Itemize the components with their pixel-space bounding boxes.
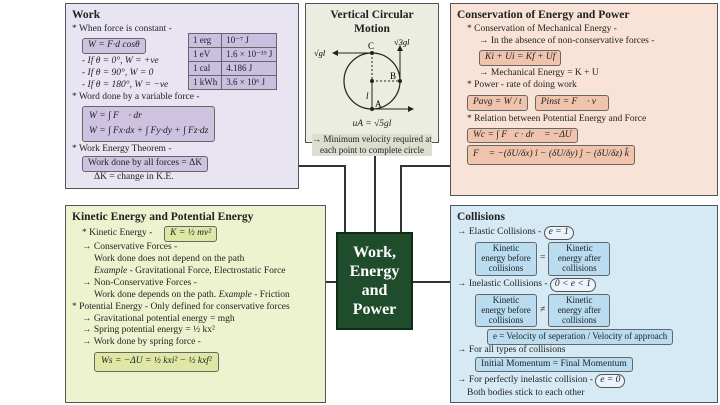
text: → For perfectly inelastic collision -	[457, 375, 593, 386]
cell: 1 cal	[187, 61, 223, 76]
central-title: Work, Energy and Power	[349, 243, 400, 319]
text: * Relation between Potential Energy and …	[467, 113, 647, 124]
text: - If θ = 90°, W = 0	[82, 68, 154, 78]
formula: W = ∫ F⃗ · dr⃗	[89, 110, 150, 121]
formula: Work done by all forces = ΔK	[82, 155, 209, 172]
velocity-b: √3gl	[394, 39, 410, 47]
cons-title: Conservation of Energy and Power	[457, 9, 630, 21]
connector	[299, 165, 345, 167]
badge: e = 0	[595, 374, 626, 389]
point-a: A	[375, 99, 382, 109]
point-c: C	[368, 41, 374, 51]
text: → Elastic Collisions -	[457, 227, 542, 238]
badge: e = 1	[543, 226, 574, 241]
formula: W = ∫ Fx·dx + ∫ Fy·dy + ∫ Fz·dz	[89, 125, 209, 136]
cell: 1 eV	[187, 47, 223, 62]
conservation-panel: Conservation of Energy and Power * Conse…	[450, 3, 718, 196]
formula: e = Velocity of seperation / Velocity of…	[487, 329, 674, 345]
formula: Kinetic energy before collisions	[475, 293, 537, 328]
text: - If θ = 180°, W = −ve	[82, 79, 169, 90]
formula: Pinst = F⃗ · v⃗	[534, 94, 610, 111]
vcm-title: Vertical Circular Motion	[330, 9, 414, 36]
point-b: B	[390, 71, 396, 81]
collisions-panel: Collisions → Elastic Collisions - e = 1 …	[450, 205, 718, 403]
connector	[400, 165, 402, 232]
formula: Pavg = W / t	[467, 94, 528, 111]
cell: 1 erg	[187, 33, 223, 48]
text: * Potential Energy - Only defined for co…	[72, 301, 290, 312]
text: Work done does not depend on the path	[94, 254, 245, 265]
badge: 0 < e < 1	[549, 277, 596, 292]
text: - Gravitational Force, Electrostatic For…	[127, 266, 286, 276]
text: Work done depends on the path.	[94, 289, 219, 300]
text: → Non-Conservative Forces -	[82, 277, 197, 288]
text: → Inelastic Collisions -	[457, 278, 548, 289]
connector	[326, 281, 336, 283]
work-title: Work	[72, 9, 101, 21]
formula: K = ½ mv²	[164, 226, 218, 243]
text: → Conservative Forces -	[82, 242, 178, 253]
text: → Mechanical Energy = K + U	[479, 68, 599, 78]
connector	[413, 281, 450, 283]
text: Both bodies stick to each other	[467, 388, 585, 399]
text: =	[540, 253, 546, 264]
ke-title: Kinetic Energy and Potential Energy	[72, 211, 254, 223]
text: → In the absence of non-conservative for…	[479, 36, 655, 47]
text: → Spring potential energy = ½ kx²	[82, 325, 215, 336]
text: ≠	[540, 304, 546, 315]
formula: Kinetic energy after collisions	[548, 242, 611, 276]
velocity-c: √gl	[314, 48, 326, 58]
text: Example	[218, 289, 252, 300]
connector	[374, 143, 376, 232]
text: * Conservation of Mechanical Energy -	[467, 24, 617, 35]
text: → For all types of collisions	[457, 344, 566, 355]
connector	[400, 165, 450, 167]
col-title: Collisions	[457, 211, 505, 223]
kinetic-potential-panel: Kinetic Energy and Potential Energy * Ki…	[65, 205, 326, 403]
cell: 1.6 × 10⁻¹⁹ J	[221, 47, 278, 62]
formula: Ws = −ΔU = ½ kxi² − ½ kxf²	[94, 352, 219, 372]
formula: W = F·d cosθ	[82, 38, 146, 55]
circle-diagram: C B A l √gl √3gl	[314, 39, 414, 112]
text: → Work done by spring force -	[82, 337, 201, 348]
text: * When force is constant -	[72, 24, 172, 35]
central-topic: Work, Energy and Power	[336, 232, 413, 330]
note: → Minimum velocity required at each poin…	[312, 133, 432, 157]
cell: 10⁻⁷ J	[221, 33, 278, 48]
text: - Friction	[251, 289, 290, 300]
cell: 3.6 × 10⁶ J	[221, 75, 278, 90]
formula: Kinetic energy after collisions	[548, 293, 611, 328]
length-label: l	[366, 91, 369, 101]
text: → Gravitational potential energy = mgh	[82, 313, 235, 324]
vertical-circular-motion-panel: Vertical Circular Motion C B A l √gl √3g…	[305, 3, 439, 157]
text: * Word done by a variable force -	[72, 91, 200, 102]
text: - If θ = 0°, W = +ve	[82, 56, 159, 67]
connector	[344, 165, 346, 232]
text: Example	[94, 266, 128, 276]
cell: 4.186 J	[221, 61, 278, 76]
formula: Wc = ∫ F⃗c · dr⃗ = −ΔU	[467, 127, 578, 144]
formula: Initial Momentum = Final Momentum	[475, 356, 633, 373]
formula: Ki + Ui = Kf + Uf	[479, 50, 562, 66]
formula: F⃗ = −(δU/δx) î − (δU/δy) ĵ − (δU/δz) k̂	[467, 145, 635, 166]
text: * Power - rate of doing work	[467, 79, 577, 90]
cell: 1 kWh	[187, 75, 223, 90]
formula: Kinetic energy before collisions	[475, 242, 537, 276]
text: ΔK = change in K.E.	[94, 171, 174, 182]
text: * Work Energy Theorem -	[72, 144, 172, 154]
text: * Kinetic Energy -	[82, 228, 153, 239]
velocity-a: uA = √5gl	[352, 118, 392, 129]
work-panel: Work * When force is constant - W = F·d …	[65, 3, 299, 189]
